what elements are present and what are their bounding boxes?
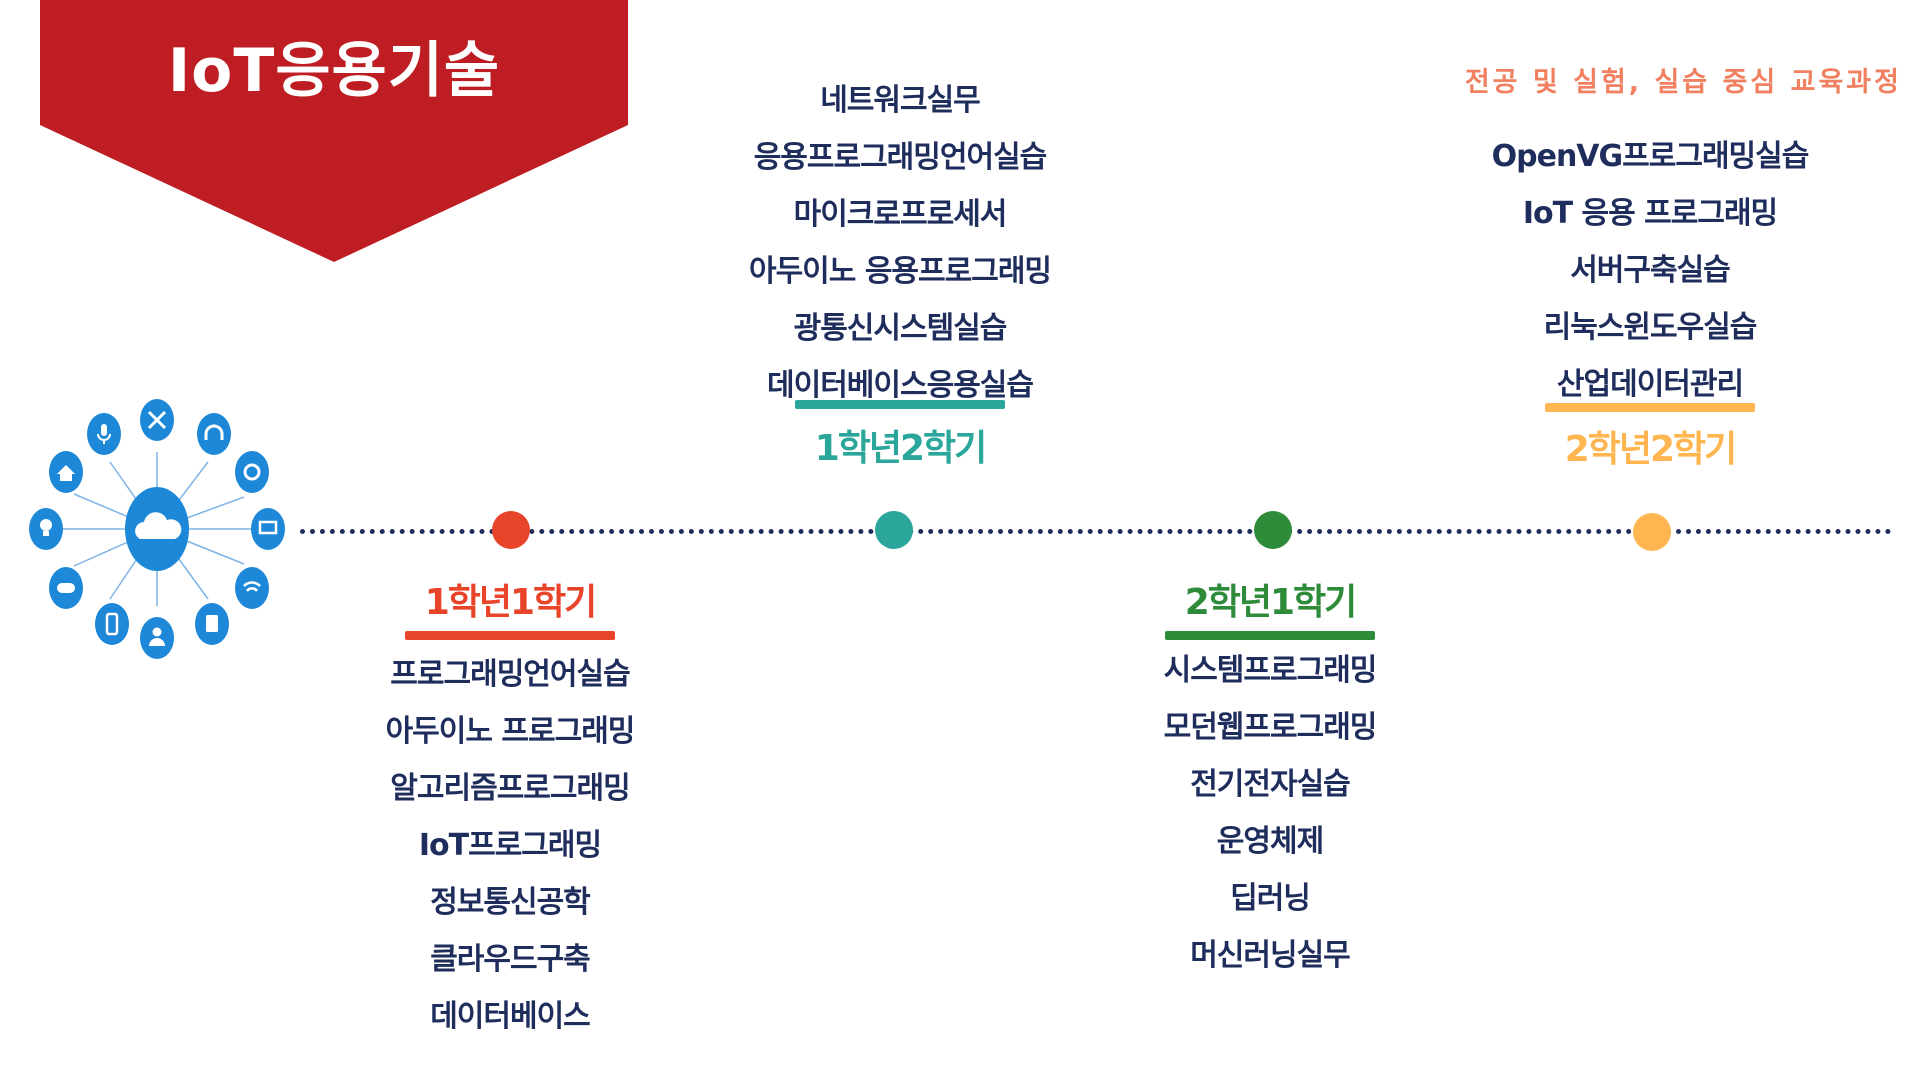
monitor-icon	[251, 508, 285, 550]
timeline-marker-2-1	[1254, 511, 1292, 549]
course-item: 서버구축실습	[1460, 242, 1840, 299]
timeline-marker-2-2	[1633, 513, 1671, 551]
course-item: IoT프로그래밍	[340, 817, 680, 874]
semester-2-2: OpenVG프로그래밍실습 IoT 응용 프로그래밍 서버구축실습 리눅스윈도우…	[1460, 128, 1840, 478]
home-icon	[49, 451, 83, 493]
semester-1-2: 네트워크실무 응용프로그래밍언어실습 마이크로프로세서 아두이노 응용프로그래밍…	[720, 72, 1080, 477]
course-item: 딥러닝	[1100, 870, 1440, 927]
course-item: 산업데이터관리	[1460, 356, 1840, 413]
gamepad-icon	[49, 567, 83, 609]
semester-1-1: 1학년1학기 프로그래밍언어실습 아두이노 프로그래밍 알고리즘프로그래밍 Io…	[340, 575, 680, 1045]
headphones-icon	[197, 413, 231, 455]
course-item: OpenVG프로그래밍실습	[1460, 128, 1840, 185]
semester-label: 2학년2학기	[1460, 422, 1840, 478]
course-item: 네트워크실무	[720, 72, 1080, 129]
course-item: 운영체제	[1100, 813, 1440, 870]
course-item: IoT 응용 프로그래밍	[1460, 185, 1840, 242]
semester-label: 1학년1학기	[340, 575, 680, 631]
course-item: 머신러닝실무	[1100, 927, 1440, 984]
microphone-icon	[87, 413, 121, 455]
course-item: 클라우드구축	[340, 931, 680, 988]
iot-hub-illustration	[22, 394, 292, 674]
course-item: 리눅스윈도우실습	[1460, 299, 1840, 356]
semester-underline	[1165, 631, 1375, 640]
subtitle: 전공 및 실험, 실습 중심 교육과정	[1465, 60, 1902, 99]
course-item: 프로그래밍언어실습	[340, 646, 680, 703]
semester-label: 1학년2학기	[720, 421, 1080, 477]
wifi-icon	[235, 567, 269, 609]
course-item: 마이크로프로세서	[720, 186, 1080, 243]
timeline-marker-1-2	[875, 511, 913, 549]
course-item: 광통신시스템실습	[720, 300, 1080, 357]
course-item: 데이터베이스응용실습	[720, 357, 1080, 414]
course-item: 데이터베이스	[340, 988, 680, 1045]
semester-underline	[405, 631, 615, 640]
course-item: 아두이노 프로그래밍	[340, 703, 680, 760]
tablet-icon	[195, 603, 229, 645]
lightbulb-icon	[29, 508, 63, 550]
tools-icon	[140, 399, 174, 441]
timeline-marker-1-1	[492, 511, 530, 549]
semester-label: 2학년1학기	[1100, 575, 1440, 631]
gear-icon	[235, 451, 269, 493]
course-item: 모던웹프로그래밍	[1100, 699, 1440, 756]
cloud-icon	[125, 487, 189, 571]
semester-2-1: 2학년1학기 시스템프로그래밍 모던웹프로그래밍 전기전자실습 운영체제 딥러닝…	[1100, 575, 1440, 984]
user-icon	[140, 617, 174, 659]
page-title: IoT응용기술	[40, 22, 628, 109]
course-item: 응용프로그래밍언어실습	[720, 129, 1080, 186]
course-item: 시스템프로그래밍	[1100, 642, 1440, 699]
smartphone-icon	[95, 603, 129, 645]
course-item: 알고리즘프로그래밍	[340, 760, 680, 817]
course-item: 전기전자실습	[1100, 756, 1440, 813]
course-item: 아두이노 응용프로그래밍	[720, 243, 1080, 300]
course-item: 정보통신공학	[340, 874, 680, 931]
title-banner: IoT응용기술	[40, 0, 628, 262]
